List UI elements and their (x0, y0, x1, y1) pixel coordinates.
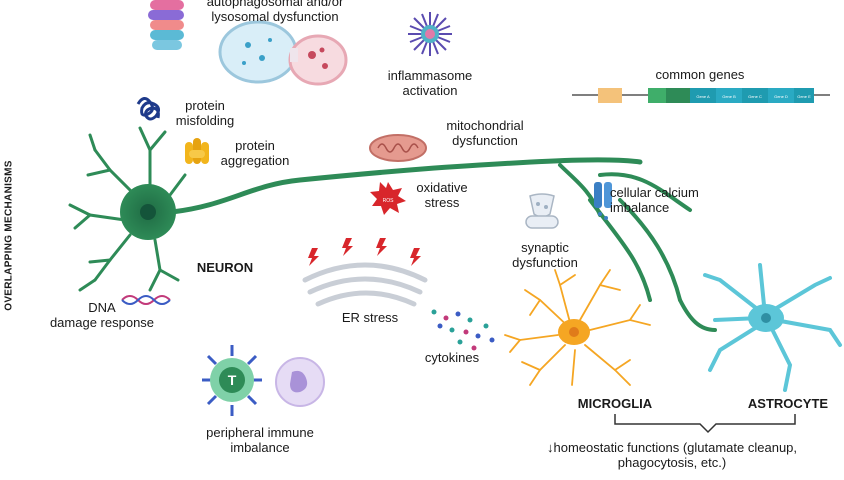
microglia-cell (504, 269, 651, 386)
gene-exon-label: Gene B (722, 94, 736, 99)
er-stress-icon (302, 262, 428, 307)
ros-badge: ROS (383, 198, 395, 204)
astrocyte-label: ASTROCYTE (747, 396, 829, 411)
er-stress-label: ER stress (341, 310, 399, 325)
microglia-label: MICROGLIA (577, 396, 653, 411)
cytokines-label: cytokines (424, 350, 480, 365)
ros-burst-icon (370, 182, 406, 215)
common-genes-bar (572, 88, 830, 103)
common-genes-label: common genes (655, 67, 745, 82)
mitochondrion-icon (369, 134, 427, 162)
lightning-icons (308, 238, 421, 266)
neuron-cell (68, 126, 717, 332)
macrophage-icon (275, 357, 325, 407)
protein-aggregation-icon (185, 138, 209, 164)
synapse-icon (525, 193, 559, 229)
inflammasome-icon (408, 12, 452, 56)
microglia-nucleus (569, 327, 579, 337)
neuron-label: NEURON (196, 260, 254, 275)
gene-exon-label: Gene E (797, 94, 811, 99)
t-cell-icon (202, 345, 262, 416)
gene-exon-label: Gene C (748, 94, 762, 99)
autophagosome-stack-icon (148, 0, 184, 50)
bracket-shape (614, 414, 796, 434)
cytokine-dots-icon (431, 309, 495, 351)
neuron-nucleus (140, 204, 156, 220)
homeostatic-label: ↓homeostatic functions (glutamate cleanu… (546, 440, 798, 470)
dna-icon (121, 295, 171, 305)
lysosome-fusion-icon (218, 20, 348, 86)
gene-exon-label: Gene D (774, 94, 788, 99)
t-cell-letter: T (228, 372, 237, 388)
calcium-channel-icon (594, 182, 612, 220)
astrocyte-nucleus (761, 313, 771, 323)
side-title: OVERLAPPING MECHANISMS (3, 160, 15, 311)
protein-misfolding-icon (136, 97, 161, 121)
gene-exon-label: Gene A (696, 94, 710, 99)
